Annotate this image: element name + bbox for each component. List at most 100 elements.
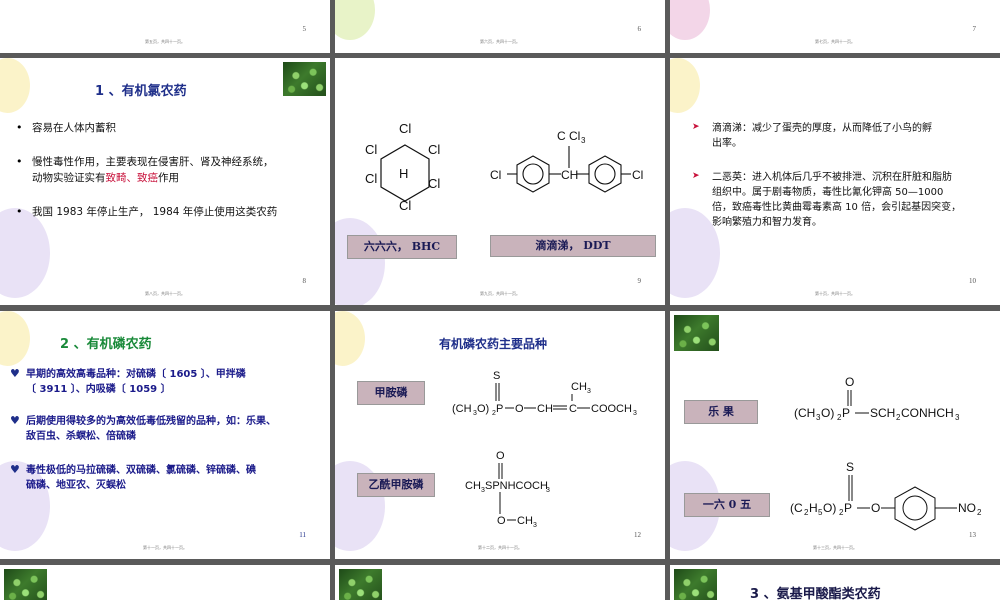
slide-footer: 第十二页，共四十一页。 <box>478 545 522 550</box>
svg-text:3: 3 <box>481 487 485 494</box>
svg-text:C Cl: C Cl <box>557 129 580 143</box>
svg-text:H: H <box>399 166 408 181</box>
svg-text:CH: CH <box>517 515 533 527</box>
svg-text:3: 3 <box>587 388 591 395</box>
svg-text:3: 3 <box>633 410 637 417</box>
svg-text:O: O <box>871 501 880 515</box>
svg-text:S: S <box>493 370 500 382</box>
bullet-text: 容易在人体内蓄积 <box>32 122 116 134</box>
svg-text:O): O) <box>823 501 836 515</box>
svg-text:2: 2 <box>804 508 809 517</box>
heart-bullet-icon: ♥ <box>10 463 20 476</box>
slide-footer: 第五页，共四十一页。 <box>145 39 185 44</box>
svg-text:5: 5 <box>818 508 823 517</box>
arrow-bullet-icon: ➤ <box>692 122 700 132</box>
bullet-text: 慢性毒性作用，主要表现在侵害肝、肾及神经系统， <box>32 156 274 168</box>
label-dimethoate: 乐 果 <box>684 400 758 424</box>
slide-footer: 第十页，共四十一页。 <box>815 291 855 296</box>
page-number: 7 <box>972 25 977 33</box>
bullet-text: 毒性极低的马拉硫磷、双硫磷、氯硫磷、锌硫磷、碘硫磷、地亚农、灭蜈松 <box>26 465 256 491</box>
slide-7[interactable]: 7 第七页，共四十一页。 <box>670 0 1000 53</box>
arrow-bullet-icon: ➤ <box>692 171 700 181</box>
svg-text:2: 2 <box>839 508 844 517</box>
heart-bullet-icon: ♥ <box>10 367 20 380</box>
label-bhc: 六六六， BHC <box>347 235 457 259</box>
svg-text:H: H <box>809 501 818 515</box>
slide-footer: 第六页，共四十一页。 <box>480 39 520 44</box>
page-number: 13 <box>969 531 976 539</box>
svg-text:CONHCH: CONHCH <box>901 406 954 420</box>
svg-text:(C: (C <box>790 501 803 515</box>
page-number: 11 <box>299 531 306 539</box>
svg-text:P: P <box>842 406 850 420</box>
bullet-dot: • <box>16 155 23 168</box>
svg-text:(CH: (CH <box>452 403 472 415</box>
page-number: 10 <box>969 277 976 285</box>
slide-14[interactable] <box>0 565 330 600</box>
svg-text:Cl: Cl <box>399 198 411 213</box>
slide-11[interactable]: 2 、有机磷农药 ♥ 早期的高效高毒品种：对硫磷〔 1605 〕、甲拌磷〔 39… <box>0 311 330 559</box>
label-parathion: 一六 0 五 <box>684 493 770 517</box>
page-number: 5 <box>302 25 307 33</box>
plant-photo <box>283 62 326 96</box>
svg-text:3: 3 <box>473 410 477 417</box>
plant-photo <box>4 569 47 600</box>
svg-text:Cl: Cl <box>490 168 501 182</box>
balloon-decoration <box>670 58 700 113</box>
plant-photo <box>674 569 717 600</box>
bullet-text: 二恶英：进入机体后几乎不被排泄、沉积在肝脏和脂肪组织中。属于剧毒物质，毒性比氰化… <box>712 172 962 228</box>
svg-text:SCH: SCH <box>870 406 895 420</box>
slide-title: 3 、氨基甲酸酯类农药 <box>750 587 881 600</box>
svg-text:2: 2 <box>492 410 496 417</box>
svg-text:2: 2 <box>977 508 982 517</box>
slide-footer: 第十三页，共四十一页。 <box>813 545 857 550</box>
svg-text:Cl: Cl <box>428 176 440 191</box>
svg-text:SPNHCOCH: SPNHCOCH <box>485 480 548 492</box>
svg-text:S: S <box>846 460 854 474</box>
page-number: 9 <box>637 277 642 285</box>
svg-text:(CH: (CH <box>794 406 815 420</box>
bullet-dot: • <box>16 205 23 218</box>
svg-text:3: 3 <box>581 136 586 145</box>
svg-text:C: C <box>569 403 577 415</box>
bullet-text: 早期的高效高毒品种：对硫磷〔 1605 〕、甲拌磷〔 3911 〕、内吸磷〔 1… <box>26 369 246 395</box>
slide-8[interactable]: 1 、有机氯农药 • 容易在人体内蓄积 • 慢性毒性作用，主要表现在侵害肝、肾及… <box>0 58 330 305</box>
svg-text:O: O <box>845 375 854 389</box>
slide-title: 有机磷农药主要品种 <box>439 337 548 351</box>
slide-6[interactable]: 6 第六页，共四十一页。 <box>335 0 665 53</box>
slide-footer: 第十一页，共四十一页。 <box>143 545 187 550</box>
svg-text:NO: NO <box>958 501 976 515</box>
svg-text:Cl: Cl <box>365 142 377 157</box>
svg-text:2: 2 <box>896 413 901 422</box>
svg-text:CH: CH <box>537 403 553 415</box>
bhc-ring <box>380 144 430 202</box>
svg-text:O: O <box>497 515 506 527</box>
slide-5[interactable]: 5 第五页，共四十一页。 <box>0 0 330 53</box>
svg-text:CH: CH <box>561 168 578 182</box>
balloon-decoration <box>0 208 50 298</box>
svg-text:CH: CH <box>571 381 587 393</box>
svg-text:Cl: Cl <box>399 121 411 136</box>
svg-text:3: 3 <box>533 522 537 529</box>
svg-text:P: P <box>844 501 852 515</box>
slide-10[interactable]: ➤ 滴滴涕：减少了蛋壳的厚度，从而降低了小鸟的孵出率。 ➤ 二恶英：进入机体后几… <box>670 58 1000 305</box>
label-acephate: 乙酰甲胺磷 <box>357 473 435 497</box>
balloon-decoration <box>0 58 30 113</box>
label-methamidophos: 甲胺磷 <box>357 381 425 405</box>
svg-text:3: 3 <box>955 413 960 422</box>
slide-footer: 第八页，共四十一页。 <box>145 291 185 296</box>
balloon-decoration <box>670 0 710 40</box>
bullet-text: 滴滴涕：减少了蛋壳的厚度，从而降低了小鸟的孵出率。 <box>712 123 932 149</box>
svg-text:CH: CH <box>465 480 481 492</box>
balloon-decoration <box>335 0 375 40</box>
slide-15[interactable] <box>335 565 665 600</box>
slide-16[interactable]: 3 、氨基甲酸酯类农药 <box>670 565 1000 600</box>
ddt-structure <box>507 146 631 193</box>
